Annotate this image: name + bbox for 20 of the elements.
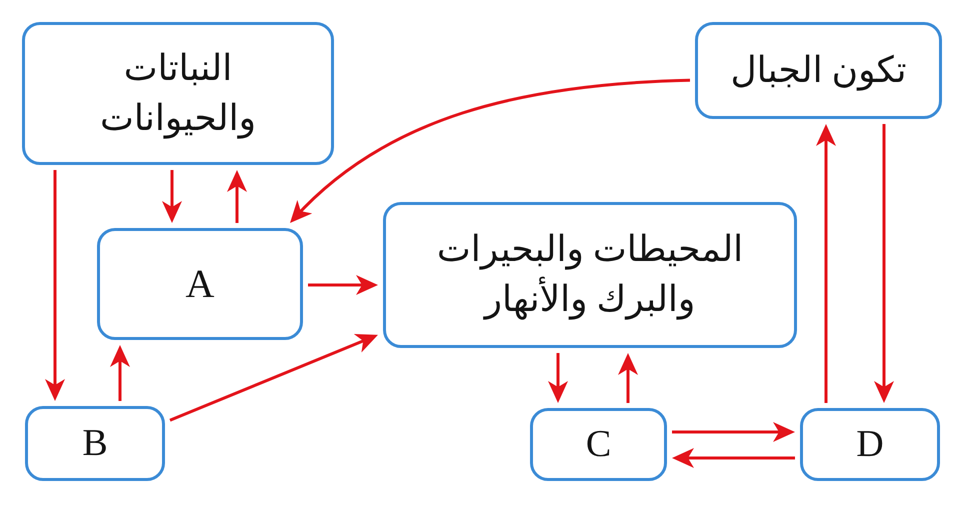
process-box: A [97, 228, 303, 340]
process-box: B [25, 406, 165, 481]
arrow [548, 353, 568, 403]
process-box: C [530, 408, 667, 481]
arrow [816, 124, 836, 403]
process-box: تكون الجبال [695, 22, 942, 119]
arrow [308, 275, 378, 295]
process-box: المحيطات والبحيرات والبرك والأنهار [383, 202, 797, 348]
process-box: النباتات والحيوانات [22, 22, 334, 165]
arrow [162, 170, 182, 223]
arrow [290, 78, 690, 223]
arrow [618, 353, 638, 403]
arrow [45, 170, 65, 401]
process-box: D [800, 408, 940, 481]
arrow [672, 448, 795, 468]
arrow [227, 170, 247, 223]
arrow [672, 422, 795, 442]
arrow [874, 124, 894, 403]
arrow [169, 334, 378, 422]
arrow [110, 345, 130, 401]
